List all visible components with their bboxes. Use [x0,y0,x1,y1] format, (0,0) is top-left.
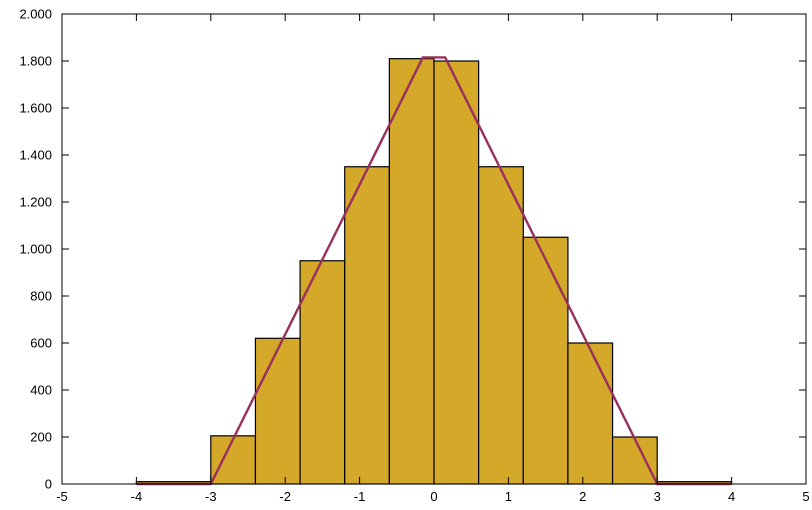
ticks-group [61,13,807,485]
y-tick-label-5: 1.000 [19,242,52,257]
x-tick-label-6: 1 [505,489,512,504]
x-tick-labels: -5 -4 -3 -2 -1 0 1 2 3 4 5 [56,489,809,504]
bar-7 [478,166,524,485]
y-tick-label-0: 0 [45,477,52,492]
x-tick-label-4: -1 [354,489,366,504]
y-tick-label-2: 400 [30,383,52,398]
y-tick-label-7: 1.400 [19,148,52,163]
bar-1 [210,435,257,485]
x-tick-label-8: 3 [654,489,661,504]
y-tick-label-4: 800 [30,289,52,304]
y-tick-label-3: 600 [30,336,52,351]
bar-8 [522,236,569,485]
x-tick-label-3: -2 [279,489,291,504]
bar-9 [567,342,614,485]
y-tick-label-1: 200 [30,430,52,445]
y-tick-label-6: 1.200 [19,195,52,210]
x-tick-label-0: -5 [56,489,68,504]
bar-5 [388,58,435,485]
bar-2 [254,337,301,485]
x-tick-label-2: -3 [205,489,217,504]
bar-6 [433,60,480,485]
y-tick-labels: 0 200 400 600 800 1.000 1.200 1.400 1.600 1.800 2.… [19,7,52,492]
bars-group [135,58,733,485]
x-tick-label-10: 5 [802,489,809,504]
x-tick-label-1: -4 [131,489,143,504]
bar-10 [611,436,658,485]
y-tick-label-9: 1.800 [19,54,52,69]
x-tick-label-9: 4 [728,489,735,504]
bar-4 [344,166,390,485]
x-tick-label-7: 2 [579,489,586,504]
y-tick-label-10: 2.000 [19,7,52,22]
y-tick-label-8: 1.600 [19,101,52,116]
x-tick-label-5: 0 [430,489,437,504]
bar-3 [299,260,346,485]
